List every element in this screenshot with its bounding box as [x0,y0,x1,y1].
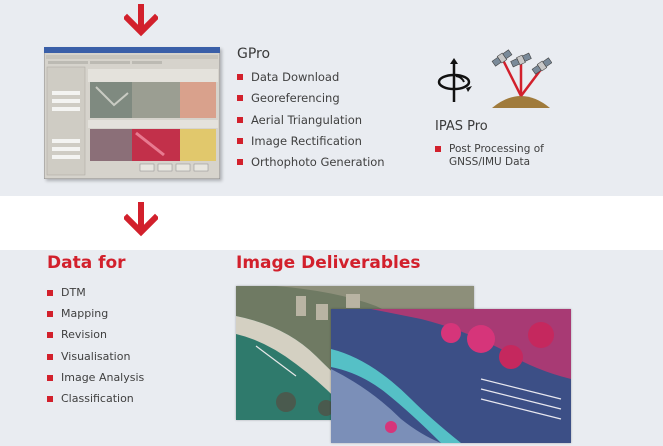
list-item: Aerial Triangulation [237,113,385,134]
gpro-feature-list: Data Download Georeferencing Aerial Tria… [237,70,385,176]
list-item: Data Download [237,70,385,91]
list-item: Image Analysis [47,371,144,392]
list-item: Revision [47,328,144,349]
ipas-title: IPAS Pro [435,119,488,134]
list-item: Post Processing of GNSS/IMU Data [435,143,579,169]
arrow-down-icon [124,4,158,44]
list-item: Georeferencing [237,91,385,112]
gimbal-rotation-icon [434,58,474,104]
data-for-list: DTM Mapping Revision Visualisation Image… [47,286,144,413]
ipas-feature-list: Post Processing of GNSS/IMU Data [435,143,579,169]
cir-aerial-image [331,309,571,443]
list-item: Image Rectification [237,134,385,155]
satellite-icon [490,46,552,110]
list-item: Mapping [47,307,144,328]
list-item: DTM [47,286,144,307]
list-item: Visualisation [47,350,144,371]
list-item: Orthophoto Generation [237,155,385,176]
image-deliverables-title: Image Deliverables [236,253,421,273]
data-for-title: Data for [47,253,126,273]
list-item: Classification [47,392,144,413]
arrow-down-icon [124,202,158,244]
gpro-software-screenshot [44,47,220,179]
gpro-title: GPro [237,46,270,62]
